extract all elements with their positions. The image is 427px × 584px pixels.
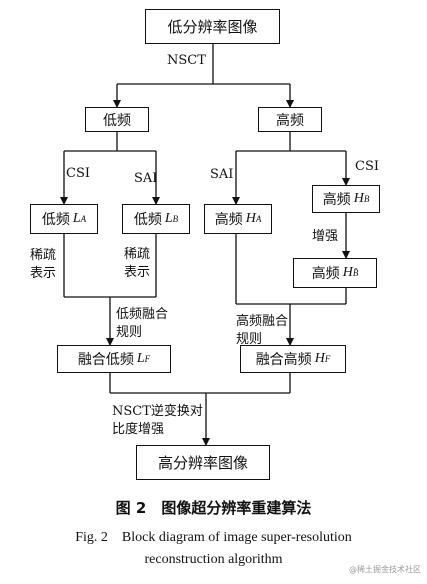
var-l: L [164,211,173,226]
box-low-frequency: 低频 [85,107,149,132]
box-high-frequency: 高频 [258,107,322,132]
label-csi-left: CSI [66,166,90,181]
label-enhance: 增强 [312,229,339,244]
sub-f: F [324,354,331,364]
label-nsct: NSCT [167,53,206,68]
sub-b: B [172,214,179,224]
sub-b-hat: B̂ [352,268,359,278]
var-l: L [72,211,81,226]
var-l: L [136,351,145,366]
var-h: H [314,351,325,366]
figure-caption-en-line1: Fig. 2 Block diagram of image super-reso… [75,530,352,545]
sub-a: A [255,214,262,224]
label-sparse-right: 稀疏表示 [124,247,151,280]
sub-b: B [363,194,370,204]
label-inverse-nsct: NSCT逆变换对比度增强 [112,404,203,437]
label-csi-right: CSI [355,159,379,174]
var-h: H [353,191,364,206]
label-sparse-left: 稀疏表示 [30,248,57,281]
label-sai-right: SAI [210,167,234,182]
var-h: H [245,211,256,226]
var-h: H [342,265,353,280]
connector-lines [60,44,350,446]
sub-f: F [144,354,151,364]
box-low-res-image: 低分辨率图像 [145,9,280,44]
figure-caption-cn: 图 2 图像超分辨率重建算法 [115,499,312,517]
sub-a: A [80,214,87,224]
watermark: @稀土掘金技术社区 [349,565,421,574]
label-sai-left: SAI [134,171,158,186]
box-high-res-image: 高分辨率图像 [136,445,270,480]
figure-caption-en-line2: reconstruction algorithm [144,552,283,567]
label-high-fusion-rule: 高频融合规则 [236,314,289,347]
label-low-fusion-rule: 低频融合规则 [116,307,169,340]
